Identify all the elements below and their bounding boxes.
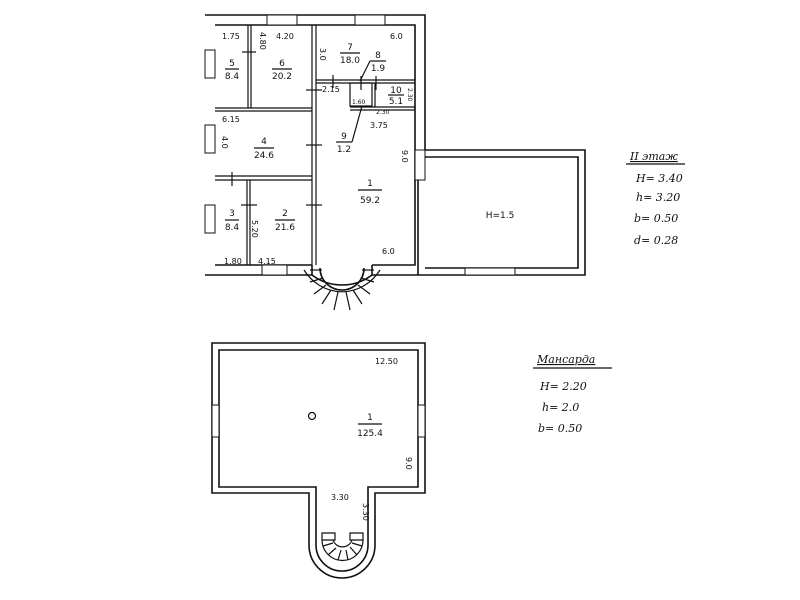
- svg-text:8: 8: [375, 51, 381, 61]
- chimney-icon: [307, 411, 317, 421]
- svg-text:5: 5: [229, 59, 235, 69]
- svg-text:3: 3: [229, 209, 235, 219]
- windows: [204, 14, 516, 276]
- attic-window-left: [211, 404, 220, 438]
- floor2-notes: II этаж H= 3.40 h= 3.20 b= 0.50 d= 0.28: [626, 150, 685, 247]
- svg-text:6: 6: [279, 59, 285, 69]
- svg-text:1.2: 1.2: [337, 145, 351, 155]
- attic-staircase: [321, 532, 364, 562]
- room-10-label: 105.1: [388, 86, 404, 107]
- svg-text:5.1: 5.1: [389, 97, 403, 107]
- floor2-dimensions: 1.75 4.80 4.20 6.0 3.0 2.15 1.60 2.30 2.…: [220, 32, 413, 266]
- attic-notes: Мансарда H= 2.20 h= 2.0 b= 0.50: [533, 353, 612, 435]
- svg-text:4: 4: [261, 137, 267, 147]
- door-marks: [231, 51, 377, 206]
- attic-inner-wall: [218, 349, 419, 572]
- svg-text:18.0: 18.0: [340, 56, 360, 66]
- attic-window-right: [417, 404, 426, 438]
- svg-text:3.30: 3.30: [361, 503, 370, 521]
- svg-text:4.80: 4.80: [258, 32, 267, 50]
- svg-text:h= 3.20: h= 3.20: [636, 191, 680, 204]
- svg-text:1.75: 1.75: [222, 32, 240, 41]
- room-8-label: 81.9: [359, 51, 386, 82]
- attic-notes-heading: Мансарда: [536, 353, 595, 366]
- svg-text:2.30: 2.30: [406, 88, 413, 102]
- room-7-label: 718.0: [340, 43, 360, 66]
- svg-text:3.0: 3.0: [318, 48, 327, 61]
- svg-text:9.0: 9.0: [404, 457, 413, 470]
- svg-text:d= 0.28: d= 0.28: [634, 234, 678, 247]
- terrace-label: H=1.5: [486, 211, 515, 221]
- attic-outer-wall: [211, 342, 426, 579]
- svg-text:2.30: 2.30: [376, 109, 390, 116]
- svg-text:59.2: 59.2: [360, 196, 380, 206]
- room-5-label: 58.4: [225, 59, 240, 82]
- svg-text:H= 3.40: H= 3.40: [635, 172, 683, 185]
- svg-text:H= 2.20: H= 2.20: [539, 380, 587, 393]
- floor2-room-labels: 159.2 221.6 38.4 424.6 58.4 620.2 718.0 …: [225, 43, 514, 233]
- svg-text:10: 10: [390, 86, 402, 96]
- room-4-label: 424.6: [254, 137, 274, 161]
- attic-plan: 1 125.4 12.50 9.0 3.30 3.30: [211, 342, 426, 579]
- svg-text:1: 1: [367, 179, 373, 189]
- svg-text:4.0: 4.0: [220, 136, 229, 149]
- svg-text:9: 9: [341, 132, 347, 142]
- svg-text:3.75: 3.75: [370, 121, 388, 130]
- svg-text:21.6: 21.6: [275, 223, 295, 233]
- svg-text:8.4: 8.4: [225, 72, 240, 82]
- svg-text:20.2: 20.2: [272, 72, 292, 82]
- room-3-label: 38.4: [225, 209, 240, 233]
- svg-text:125.4: 125.4: [357, 429, 383, 439]
- floor2-notes-heading: II этаж: [629, 150, 678, 163]
- svg-text:4.15: 4.15: [258, 257, 276, 266]
- svg-text:b= 0.50: b= 0.50: [538, 422, 582, 435]
- attic-dimensions: 12.50 9.0 3.30 3.30: [331, 357, 413, 521]
- svg-text:24.6: 24.6: [254, 151, 274, 161]
- svg-text:6.15: 6.15: [222, 115, 240, 124]
- svg-text:2: 2: [282, 209, 288, 219]
- floor2-staircase: [303, 265, 381, 311]
- svg-text:7: 7: [347, 43, 353, 53]
- svg-text:6.0: 6.0: [382, 247, 395, 256]
- attic-room-1-label: 1 125.4: [357, 413, 383, 439]
- svg-text:12.50: 12.50: [375, 357, 398, 366]
- svg-text:1.80: 1.80: [224, 257, 242, 266]
- svg-text:6.0: 6.0: [390, 32, 403, 41]
- svg-text:h= 2.0: h= 2.0: [542, 401, 579, 414]
- svg-text:4.20: 4.20: [276, 32, 294, 41]
- room-2-label: 221.6: [275, 209, 295, 233]
- svg-text:1.9: 1.9: [371, 64, 386, 74]
- svg-text:1.60: 1.60: [352, 99, 366, 106]
- floor2-plan: 159.2 221.6 38.4 424.6 58.4 620.2 718.0 …: [204, 14, 586, 311]
- room-9-label: 91.2: [336, 105, 363, 155]
- svg-text:2.15: 2.15: [322, 85, 340, 94]
- svg-text:3.30: 3.30: [331, 493, 349, 502]
- svg-text:8.4: 8.4: [225, 223, 240, 233]
- room-6-label: 620.2: [272, 59, 292, 82]
- svg-text:1: 1: [367, 413, 373, 423]
- svg-text:b= 0.50: b= 0.50: [634, 212, 678, 225]
- svg-text:5.20: 5.20: [250, 220, 259, 238]
- room-1-label: 159.2: [358, 179, 382, 206]
- svg-text:9.0: 9.0: [400, 150, 409, 163]
